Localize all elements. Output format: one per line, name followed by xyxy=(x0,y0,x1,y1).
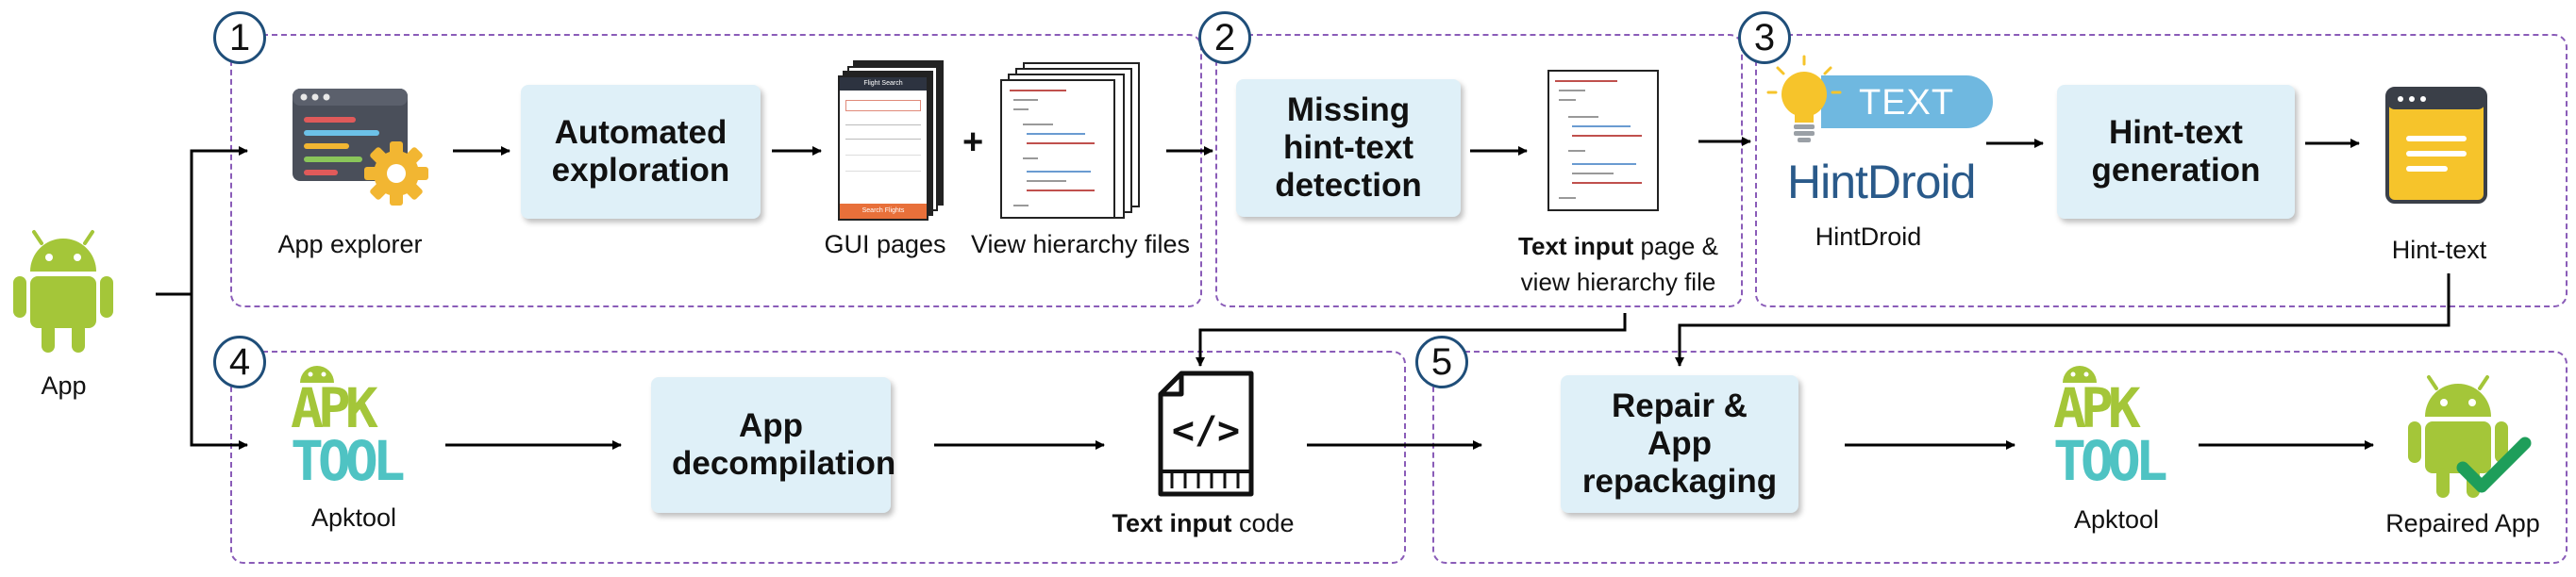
app-decompilation-text: App decompilation xyxy=(672,407,896,482)
automated-exploration-text: Automated exploration xyxy=(551,114,730,189)
apktool-logo-bottom-text-2: TOOL xyxy=(2053,429,2168,493)
gui-pages-label: GUI pages xyxy=(824,230,946,258)
view-hierarchy-files-stack xyxy=(1000,62,1161,223)
repair-repackaging-text: Repair & App repackaging xyxy=(1581,387,1778,500)
check-icon xyxy=(2456,437,2532,493)
hintdroid-logo: HintDroid xyxy=(1787,156,1976,208)
app-explorer-label: App explorer xyxy=(277,230,423,258)
arrow-app-to-stage4 xyxy=(190,294,248,450)
code-file-icon: </> xyxy=(1158,371,1254,497)
hintdroid-label: HintDroid xyxy=(1815,223,1922,251)
repaired-app-icon xyxy=(2408,375,2532,498)
code-symbol: </> xyxy=(1172,409,1240,453)
text-input-page-label-rest: page & xyxy=(1633,232,1718,260)
stage-1-box xyxy=(230,34,1202,307)
stage-number-2: 2 xyxy=(1198,11,1251,64)
repair-repackaging-box: Repair & App repackaging xyxy=(1561,375,1798,513)
apktool-label-stage4: Apktool xyxy=(310,503,397,532)
text-input-code-label-rest: code xyxy=(1231,509,1295,537)
apktool-logo-stage5: APK TOOL xyxy=(2053,358,2195,495)
gui-pages-stack: Flight Search Search Flights xyxy=(838,60,951,221)
stage-5-box xyxy=(1432,351,2568,564)
phone-title-bar: Flight Search xyxy=(840,77,927,91)
gui-page-front: Flight Search Search Flights xyxy=(838,75,928,221)
app-decompilation-box: App decompilation xyxy=(651,377,896,513)
hint-text-label: Hint-text xyxy=(2391,236,2487,264)
app-explorer-icon xyxy=(293,89,428,206)
text-input-page-label-bold: Text input xyxy=(1518,232,1634,260)
apktool-android-head-icon xyxy=(300,366,334,383)
text-input-page-label: Text input page & view hierarchy file xyxy=(1500,228,1736,300)
apktool-logo-bottom-text: TOOL xyxy=(291,429,406,493)
arrow-hinttext-to-repair xyxy=(1675,273,2451,367)
hint-text-icon xyxy=(2385,87,2487,204)
apktool-logo-top-text: APK xyxy=(291,376,378,440)
text-badge-label: TEXT xyxy=(1859,83,1955,123)
stage-number-5: 5 xyxy=(1415,336,1468,388)
plus-sign: + xyxy=(962,123,984,162)
text-badge: TEXT xyxy=(1821,75,1993,128)
app-label: App xyxy=(41,371,87,400)
stage-2-box xyxy=(1215,34,1743,307)
stage-3-box xyxy=(1755,34,2568,307)
view-hierarchy-file-front xyxy=(1000,79,1115,219)
stage-4-box xyxy=(230,351,1406,564)
hint-text-generation-box: Hint-text generation xyxy=(2057,85,2295,219)
apktool-label-stage5: Apktool xyxy=(2073,505,2160,534)
text-input-page-label-line2: view hierarchy file xyxy=(1520,268,1716,296)
missing-hint-text-detection-text: Missing hint-text detection xyxy=(1275,91,1422,204)
repaired-app-label: Repaired App xyxy=(2385,509,2540,537)
apktool-android-head-icon-2 xyxy=(2063,366,2097,383)
stage-number-3: 3 xyxy=(1738,11,1791,64)
arrow-app-to-stage1 xyxy=(190,146,248,294)
stage-number-1: 1 xyxy=(213,11,266,64)
text-input-code-label-bold: Text input xyxy=(1112,509,1232,537)
text-input-code-label: Text input code xyxy=(1085,509,1321,538)
phone-search-button: Search Flights xyxy=(840,204,927,219)
arrow-textinput-to-code xyxy=(1196,313,1627,367)
lightbulb-icon xyxy=(1766,55,1842,142)
apktool-logo-stage4: APK TOOL xyxy=(291,358,432,495)
hint-text-generation-text: Hint-text generation xyxy=(2091,114,2261,189)
stage-number-4: 4 xyxy=(213,336,266,388)
android-app-icon xyxy=(13,230,113,353)
missing-hint-text-detection-box: Missing hint-text detection xyxy=(1236,79,1461,217)
view-hierarchy-files-label: View hierarchy files xyxy=(970,230,1191,258)
text-input-page-file-icon xyxy=(1547,70,1659,211)
apktool-logo-top-text-2: APK xyxy=(2053,376,2141,440)
automated-exploration-box: Automated exploration xyxy=(521,85,761,219)
